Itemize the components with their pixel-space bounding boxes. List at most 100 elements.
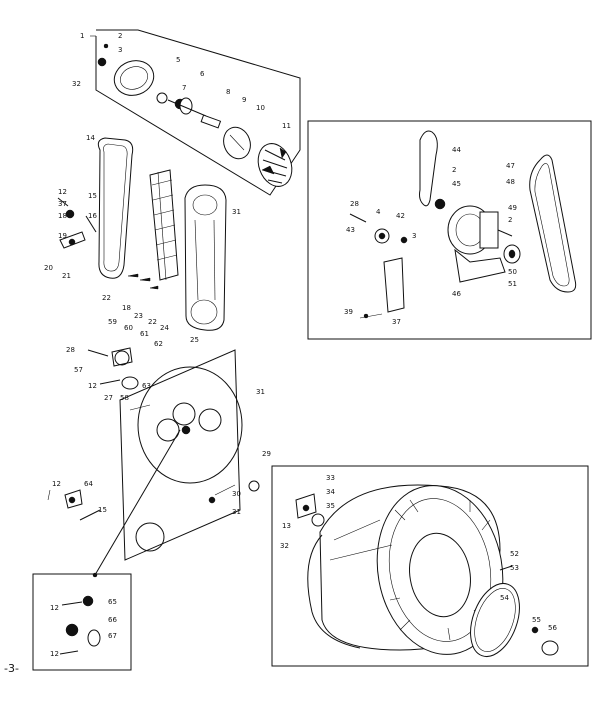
drum-assembly [248,465,589,667]
callout: 24 [160,324,169,332]
callout: 12 [50,650,59,658]
callout: 14 [86,134,95,142]
callout: 56 [548,624,557,632]
callouts-motor: 28 43 4 42 3 44 2 45 49 47 48 2 46 50 51… [344,146,517,326]
callout: 30 [232,490,241,498]
drum-opening [137,366,243,484]
callout: 48 [506,178,515,186]
drum-rear [376,485,504,655]
callout: 57 [74,366,83,374]
callout: 16 [88,212,97,220]
callout: 67 [108,632,117,640]
callout: 12 [52,480,61,488]
callout: 52 [510,550,519,558]
idler-parts [156,92,222,129]
belt-heater-assembly [57,137,227,331]
switch-parts [59,595,101,655]
callout: 3 [412,232,416,240]
callout: 50 [508,268,517,276]
callout: 45 [452,180,461,188]
callout: 20 [44,264,53,272]
callout: 21 [62,272,71,280]
callout: 28 [350,200,359,208]
top-assembly [90,29,301,196]
blower-belt [529,154,577,293]
callout: 6 [200,70,205,78]
motor-inset [307,120,592,340]
thermostat-parts [87,347,139,390]
callout: 15 [98,506,107,514]
callout: 12 [50,604,59,612]
bottom-inset [32,573,132,671]
callout: 43 [346,226,355,234]
bearing-part [97,57,107,67]
callout: 46 [452,290,461,298]
callout: 37 [392,318,401,326]
callout: 12 [58,188,67,196]
callout: 66 [108,616,117,624]
callout: 11 [282,122,291,130]
callout: 32 [72,80,81,88]
callout: 27 [104,394,113,402]
heater-element [149,169,179,281]
callout: 22 [148,318,157,326]
callout: 19 [58,232,67,240]
page-label: -3- [4,662,19,675]
callout: 47 [506,162,515,170]
drive-belt [97,137,134,279]
callout: 3 [118,46,122,54]
pulley-disc [113,60,155,96]
callout: 31 [232,508,241,516]
callout: 39 [344,308,353,316]
callout: 55 [532,616,541,624]
callout: 29 [262,450,271,458]
callout: 32 [280,542,289,550]
callout: 13 [282,522,291,530]
switch-bracket [383,257,405,313]
idler-arm [59,231,86,249]
blower-disc [223,126,251,160]
callout: 31 [256,388,265,396]
callouts-top: 1 2 3 32 5 6 7 8 9 10 11 [72,32,291,130]
callout: 2 [508,216,512,224]
blower-wheel [257,143,293,187]
callouts-front: 28 57 12 27 58 63 31 29 30 31 12 64 15 [52,346,271,516]
callout: 25 [190,336,199,344]
callout: 23 [134,312,143,320]
callouts-drum: 33 34 35 13 32 52 53 54 55 56 [280,474,557,632]
door-switch [64,489,83,509]
callout: 10 [256,104,265,112]
callout: 9 [242,96,246,104]
callout: 8 [226,88,230,96]
callout: 35 [326,502,335,510]
callout: 1 [80,32,84,40]
callouts-belt: 14 12 37 18 19 20 21 15 16 31 22 18 23 2… [44,134,241,348]
drum-seal-ring [470,583,520,657]
callout: 58 [120,394,129,402]
callout: 4 [376,208,381,216]
callout: 18 [58,212,67,220]
callout: 2 [452,166,456,174]
callout: 31 [232,208,241,216]
front-panel [47,347,243,578]
motor-belt [419,130,438,207]
callout: 59 [108,318,117,326]
callout: 53 [510,564,519,572]
callout: 61 [140,330,149,338]
front-bulkhead [119,349,241,561]
callout: 18 [122,304,131,312]
callout: 54 [500,594,509,602]
heater-housing [184,184,227,331]
callout: 64 [84,480,93,488]
callout: 37 [58,200,67,208]
idler-bracket [65,209,75,219]
callout: 63 [142,382,151,390]
callout: 44 [452,146,461,154]
callout: 28 [66,346,75,354]
callout: 5 [176,56,180,64]
callout: 2 [118,32,122,40]
callout: 60 [124,324,133,332]
callouts-bottom-inset: 12 65 66 67 12 [50,598,117,658]
